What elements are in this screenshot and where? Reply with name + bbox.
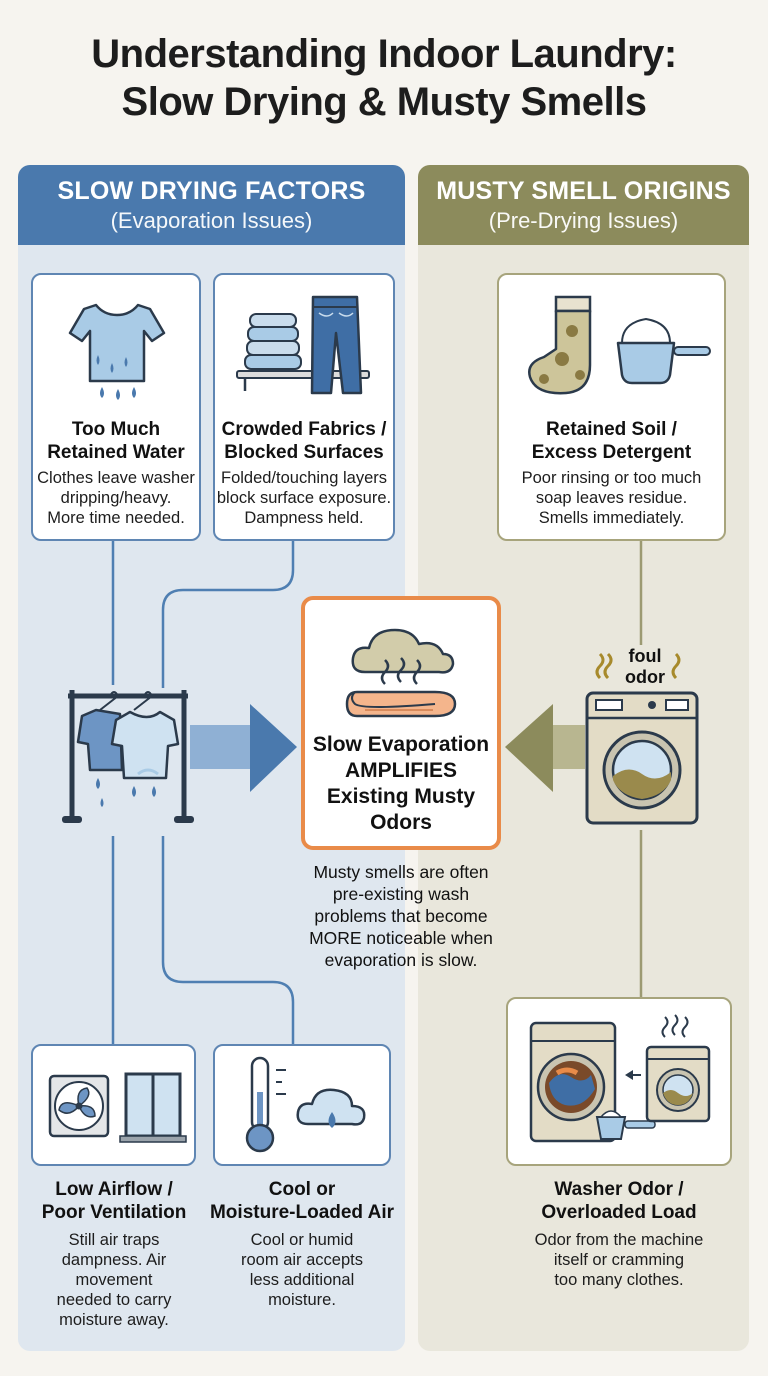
card-washer-odor-desc: Odor from the machine itself or cramming…	[534, 1231, 704, 1289]
center-note: Musty smells are often pre-existing wash…	[309, 862, 493, 970]
card-retained-water-desc: Clothes leave washer dripping/heavy. Mor…	[37, 469, 195, 527]
card-low-airflow-desc: Still air traps dampness. Air movement n…	[56, 1231, 172, 1329]
page-title: Understanding Indoor Laundry: Slow Dryin…	[0, 30, 768, 126]
card-cool-air-icon-box	[213, 1044, 391, 1166]
left-arrow-icon	[505, 704, 585, 792]
card-cool-air-title: Cool or Moisture-Loaded Air	[209, 1179, 395, 1223]
dirty-sock-detergent-icon	[527, 295, 711, 395]
card-washer-odor: Washer Odor / Overloaded Load Odor from …	[506, 1178, 732, 1290]
card-cool-air-desc: Cool or humid room air accepts less addi…	[241, 1231, 363, 1309]
right-column-subheading: (Pre-Drying Issues)	[488, 208, 679, 233]
card-crowded-fabrics-desc: Folded/touching layers block surface exp…	[216, 469, 392, 527]
card-retained-water-title: Too Much Retained Water	[47, 419, 185, 463]
card-low-airflow: Low Airflow / Poor Ventilation Still air…	[24, 1178, 204, 1330]
card-cool-air: Cool or Moisture-Loaded Air Cool or humi…	[202, 1178, 402, 1310]
center-title: Slow Evaporation AMPLIFIES Existing Must…	[312, 733, 490, 834]
left-column-heading: SLOW DRYING FACTORS	[57, 177, 366, 205]
thermometer-cloud-icon	[245, 1056, 366, 1153]
odor-wavy-lines-icon	[595, 652, 681, 680]
left-column-subheading: (Evaporation Issues)	[110, 208, 313, 233]
center-card: Slow Evaporation AMPLIFIES Existing Must…	[301, 596, 501, 850]
title-line-1: Understanding Indoor Laundry:	[91, 32, 677, 76]
card-washer-odor-title: Washer Odor / Overloaded Load	[541, 1179, 697, 1223]
right-arrow-icon	[190, 704, 297, 792]
card-retained-soil-title: Retained Soil / Excess Detergent	[531, 419, 692, 463]
title-line-2: Slow Drying & Musty Smells	[121, 80, 647, 124]
card-low-airflow-title: Low Airflow / Poor Ventilation	[41, 1179, 187, 1223]
fan-window-icon	[48, 1072, 187, 1143]
foul-odor-label: foul odor	[625, 646, 665, 687]
card-crowded-fabrics: Crowded Fabrics / Blocked Surfaces Folde…	[213, 273, 395, 541]
drying-rack-icon	[62, 690, 194, 823]
card-retained-water: Too Much Retained Water Clothes leave wa…	[31, 273, 201, 541]
folded-clothes-jeans-icon	[236, 295, 370, 395]
card-retained-soil-desc: Poor rinsing or too much soap leaves res…	[521, 469, 702, 527]
odor-cloud-towel-icon	[345, 628, 457, 718]
smelly-washer-icon	[585, 691, 699, 825]
left-column-header: SLOW DRYING FACTORS (Evaporation Issues)	[18, 165, 405, 245]
card-washer-odor-icon-box	[506, 997, 732, 1166]
overloaded-washer-icon	[529, 1014, 711, 1143]
dripping-shirt-icon	[68, 303, 165, 400]
right-column-heading: MUSTY SMELL ORIGINS	[436, 177, 731, 205]
right-column-header: MUSTY SMELL ORIGINS (Pre-Drying Issues)	[418, 165, 749, 245]
card-low-airflow-icon-box	[31, 1044, 196, 1166]
card-crowded-fabrics-title: Crowded Fabrics / Blocked Surfaces	[221, 419, 387, 463]
card-retained-soil: Retained Soil / Excess Detergent Poor ri…	[497, 273, 726, 541]
